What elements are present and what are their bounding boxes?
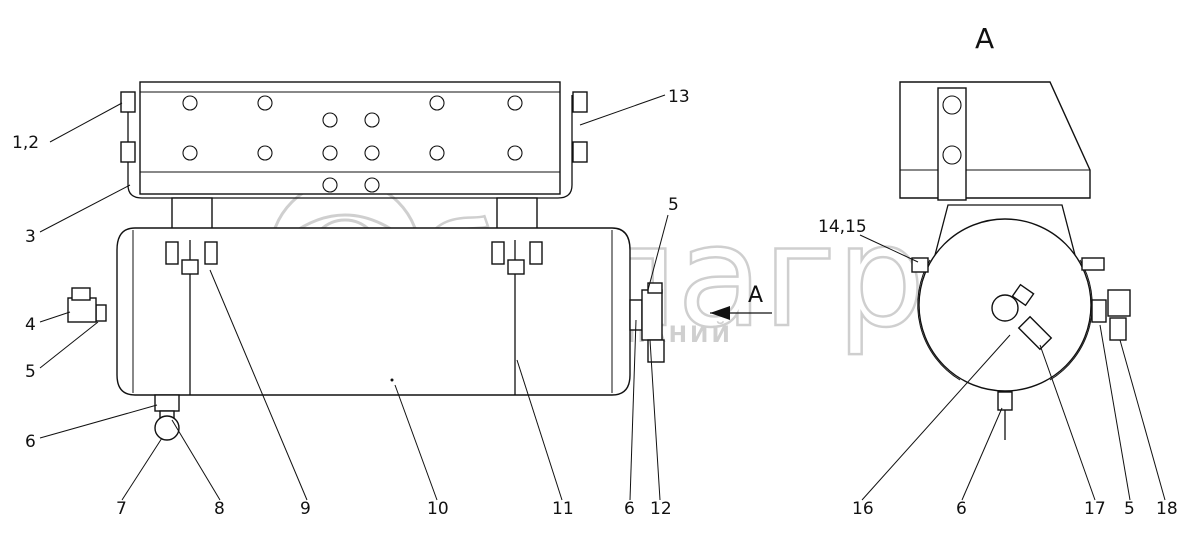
callout-6-left: 6 (25, 432, 36, 452)
callout-12: 12 (650, 499, 672, 519)
callout-11: 11 (552, 499, 574, 519)
callout-13: 13 (668, 87, 690, 107)
view-arrow: A (710, 283, 772, 320)
mounting-bracket (120, 81, 588, 239)
view-arrow-label: A (748, 283, 763, 308)
view-label: A (975, 22, 994, 55)
callout-7: 7 (116, 499, 127, 519)
callout-4: 4 (25, 315, 36, 335)
callout-18: 18 (1156, 499, 1178, 519)
callout-10: 10 (427, 499, 449, 519)
leader-lines (39, 94, 1166, 501)
callout-5-left: 5 (25, 362, 36, 382)
callout-5-right: 5 (1124, 499, 1135, 519)
callout-3: 3 (25, 227, 36, 247)
callout-14-15: 14,15 (818, 217, 867, 237)
left-fitting (67, 287, 107, 323)
drain-valve (154, 394, 180, 441)
callout-1-2: 1,2 (12, 133, 39, 153)
callout-8: 8 (214, 499, 225, 519)
receiver-tank (116, 227, 631, 396)
callout-9: 9 (300, 499, 311, 519)
callout-labels: 1,2 3 4 5 6 7 8 9 10 11 6 12 13 5 14,15 … (12, 87, 1178, 519)
callout-16: 16 (852, 499, 874, 519)
callout-17: 17 (1084, 499, 1106, 519)
callout-6-right: 6 (956, 499, 967, 519)
side-view: A (899, 22, 1131, 440)
callout-5-mid: 5 (668, 195, 679, 215)
right-end-fitting (629, 282, 665, 363)
callout-6-mid: 6 (624, 499, 635, 519)
